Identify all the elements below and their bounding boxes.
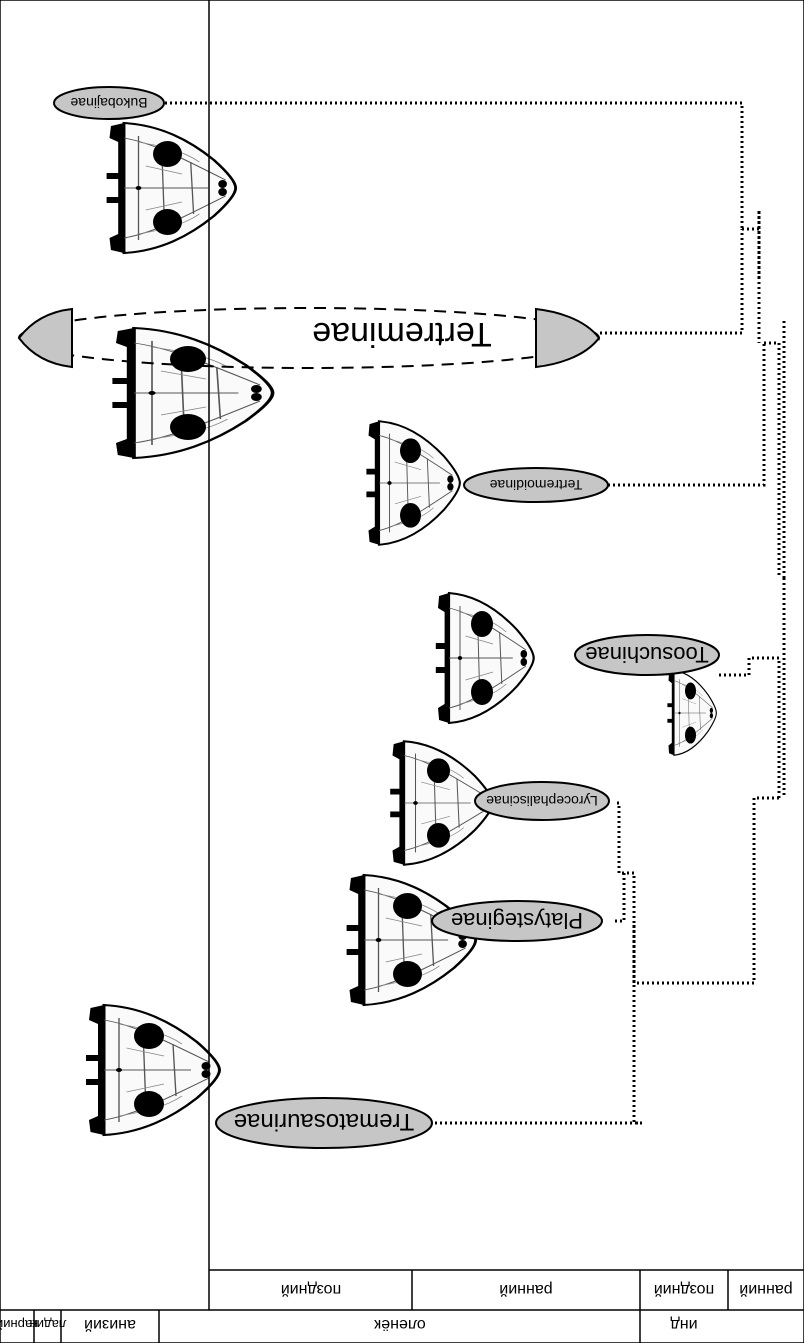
epoch-olenekian: оленёк xyxy=(373,1316,426,1333)
label-trematosaurinae: Trematosaurinae xyxy=(234,1108,415,1135)
epoch-carnian: карний xyxy=(0,1317,38,1332)
label-bukobajinae: Bukobajinae xyxy=(70,95,147,111)
skull-tertreminae xyxy=(110,326,275,460)
skull-toosuchinae xyxy=(434,591,535,725)
toosuchinae-branch xyxy=(719,656,781,798)
epoch-indian: инд xyxy=(670,1316,698,1333)
skull-tertremoidinae xyxy=(365,420,461,546)
epoch-anisian: анизий xyxy=(84,1316,136,1333)
epoch-ladinian: ладин xyxy=(30,1317,67,1332)
sub-olenekian-late: поздний xyxy=(281,1281,341,1298)
skull-platysteginae xyxy=(345,873,478,1007)
sub-indian-late: поздний xyxy=(654,1281,714,1298)
node-toosuchinae xyxy=(574,634,720,676)
label-tertreminae: Tertreminae xyxy=(312,315,492,353)
node-bukobajinae xyxy=(53,86,165,120)
label-platysteginae: Platysteginae xyxy=(451,908,583,933)
skull-trematosaurinae xyxy=(84,1003,221,1137)
node-tertremoidinae xyxy=(463,467,609,503)
node-lyrocephaliscinae xyxy=(474,781,610,821)
label-lyrocephaliscinae: Lyrocephaliscinae xyxy=(486,793,598,809)
sub-olenekian-early: ранний xyxy=(499,1281,552,1298)
sub-indian-early: ранний xyxy=(739,1281,792,1298)
label-toosuchinae: Toosuchinae xyxy=(585,642,709,667)
skull-toosuchinae-small xyxy=(666,670,717,756)
tree-lines xyxy=(160,101,786,1125)
skull-bukobajinae xyxy=(105,121,238,255)
node-trematosaurinae xyxy=(215,1097,433,1149)
node-platysteginae xyxy=(431,900,603,942)
label-tertremoidinae: Tertremoidinae xyxy=(489,477,582,493)
ellipse-tertreminae xyxy=(17,307,601,369)
